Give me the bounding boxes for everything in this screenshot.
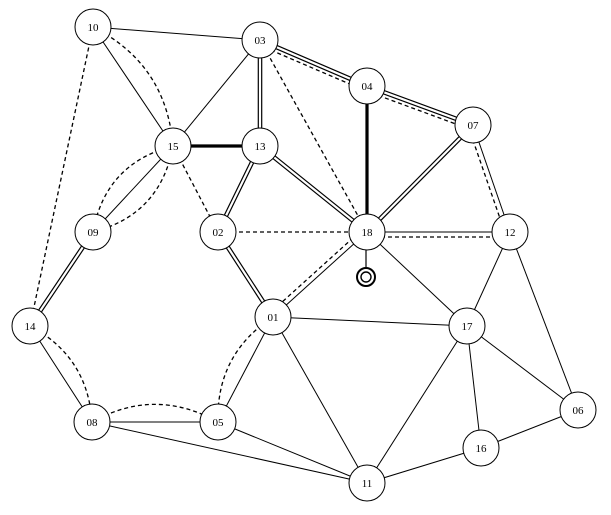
node-03: 03 (241, 21, 279, 59)
edge-17-11-thin (366, 325, 468, 484)
ring-marker-inner (360, 271, 372, 283)
edge-15-09-thin (92, 145, 174, 233)
node-label: 05 (213, 417, 225, 429)
node-18: 18 (348, 213, 386, 251)
node-label: 07 (468, 120, 480, 132)
node-08: 08 (73, 403, 111, 441)
node-10: 10 (74, 8, 112, 46)
node-circle (11, 307, 49, 345)
node-circle (491, 213, 529, 251)
node-circle (559, 391, 597, 429)
edge-10-15-thin (92, 26, 174, 147)
edge-01-05-thin (217, 316, 274, 423)
node-label: 16 (476, 443, 488, 455)
edge-05-11-thin (217, 421, 368, 484)
edge-01-11-thin (272, 316, 368, 484)
node-label: 06 (573, 405, 585, 417)
edge-04-07-dashed (365, 90, 472, 131)
edge-08-05-dashed-curve (91, 403, 219, 423)
node-label: 08 (87, 417, 99, 429)
node-circle (199, 213, 237, 251)
edge-18-17-thin (366, 231, 468, 327)
edge-07-18-double (365, 123, 475, 234)
edge-13-18-double (258, 144, 369, 234)
node-label: 10 (88, 22, 100, 34)
node-circle (241, 127, 279, 165)
edge-03-04-dashed (257, 43, 366, 92)
node-circle (241, 21, 279, 59)
edge-10-14-dashed (29, 26, 94, 327)
node-13: 13 (241, 127, 279, 165)
node-label: 13 (255, 141, 267, 153)
edge-12-06-thin (509, 231, 579, 411)
edge-17-16-thin (466, 325, 482, 449)
node-label: 11 (362, 478, 373, 490)
node-11: 11 (348, 464, 386, 502)
node-circle (74, 213, 112, 251)
node-05: 05 (199, 403, 237, 441)
edge-14-08-thin (29, 325, 93, 423)
node-04: 04 (348, 67, 386, 105)
node-label: 18 (362, 227, 374, 239)
node-circle (462, 429, 500, 467)
node-17: 17 (448, 307, 486, 345)
edges-layer (28, 26, 579, 484)
ring-marker-icon (356, 267, 376, 287)
node-12: 12 (491, 213, 529, 251)
edge-07-12-thin (472, 124, 511, 233)
node-09: 09 (74, 213, 112, 251)
marker-layer (356, 249, 376, 287)
node-06: 06 (559, 391, 597, 429)
node-label: 03 (255, 35, 267, 47)
edge-10-03-thin (92, 26, 261, 41)
node-circle (348, 67, 386, 105)
node-circle (348, 464, 386, 502)
node-circle (254, 298, 292, 336)
node-label: 17 (462, 321, 474, 333)
node-label: 09 (88, 227, 100, 239)
node-15: 15 (154, 127, 192, 165)
node-circle (74, 8, 112, 46)
node-label: 15 (168, 141, 180, 153)
node-label: 12 (505, 227, 516, 239)
edge-16-11-thin (366, 447, 482, 484)
node-circle (154, 127, 192, 165)
node-01: 01 (254, 298, 292, 336)
edge-18-01-thin (272, 231, 368, 318)
edge-09-14-double (28, 230, 95, 328)
node-label: 04 (362, 81, 374, 93)
node-circle (348, 213, 386, 251)
edge-04-07-double (366, 83, 474, 128)
node-circle (448, 307, 486, 345)
node-circle (454, 106, 492, 144)
edge-03-18-dashed (259, 39, 368, 233)
edge-03-15-thin (172, 39, 261, 147)
edge-01-17-thin (272, 316, 468, 327)
node-16: 16 (462, 429, 500, 467)
node-02: 02 (199, 213, 237, 251)
edge-08-11-thin (91, 421, 368, 484)
edge-03-04-double (259, 37, 368, 89)
edge-18-01-dashed (269, 227, 365, 314)
node-circle (73, 403, 111, 441)
node-07: 07 (454, 106, 492, 144)
edge-07-12-dashed (467, 126, 506, 234)
edge-17-06-thin (466, 325, 579, 411)
node-label: 01 (268, 312, 279, 324)
node-label: 02 (213, 227, 224, 239)
node-14: 14 (11, 307, 49, 345)
node-label: 14 (25, 321, 37, 333)
nodes-layer: 10 03 04 07 15 13 09 02 18 12 14 01 17 08 05 06 16 11 (11, 8, 597, 502)
node-circle (199, 403, 237, 441)
